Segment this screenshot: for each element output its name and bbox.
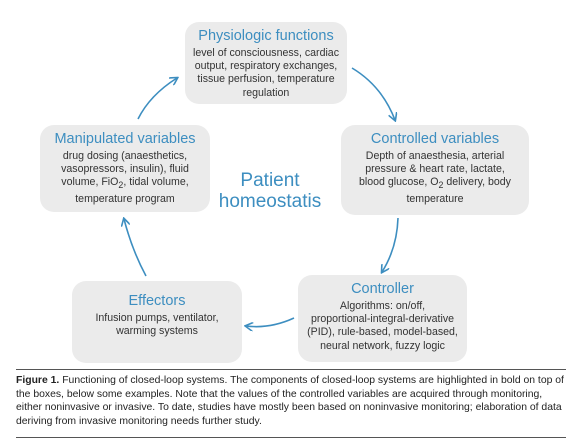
box-description: drug dosing (anaesthetics, vasopressors,…	[46, 150, 204, 206]
physiologic-functions-box: Physiologic functions level of conscious…	[185, 22, 347, 104]
box-title: Manipulated variables	[54, 131, 196, 147]
desc-line: output, respiratory exchanges,	[194, 60, 338, 73]
desc-line: temperature program	[75, 192, 175, 205]
arrow-controlled-to-controller	[382, 217, 399, 272]
arrow-physiologic-to-controlled	[351, 67, 395, 120]
manipulated-variables-box: Manipulated variables drug dosing (anaes…	[40, 125, 210, 212]
desc-line: Infusion pumps, ventilator,	[95, 312, 219, 324]
desc-line: blood glucose, O2 delivery, body	[347, 176, 523, 192]
effectors-box: Effectors Infusion pumps, ventilator, wa…	[72, 281, 242, 363]
controller-box: Controller Algorithms: on/off, proportio…	[298, 275, 467, 362]
box-description: Algorithms: on/off, proportional-integra…	[304, 300, 461, 353]
desc-line: tissue perfusion, temperature	[197, 73, 335, 86]
desc-line: neural network, fuzzy logic	[320, 339, 445, 352]
box-description: Depth of anaesthesia, arterial pressure …	[347, 150, 523, 206]
patient-homeostasis-label: Patient homeostatis	[200, 170, 340, 212]
box-title: Physiologic functions	[198, 28, 334, 44]
box-description: level of consciousness, cardiac output, …	[191, 47, 341, 100]
desc-text: delivery, body	[443, 176, 511, 189]
desc-line: proportional-integral-derivative	[310, 313, 455, 326]
desc-line: regulation	[242, 86, 290, 99]
arrow-controller-to-effectors	[246, 317, 295, 327]
desc-line: warming systems	[116, 325, 198, 338]
desc-line: volume, FiO2, tidal volume,	[46, 176, 204, 192]
center-line: Patient	[240, 170, 300, 191]
subscript: 2	[118, 180, 124, 191]
desc-line: drug dosing (anaesthetics,	[62, 150, 188, 162]
desc-line: vasopressors, insulin), fluid	[61, 163, 189, 176]
box-description: Infusion pumps, ventilator, warming syst…	[78, 312, 236, 338]
arrow-manipulated-to-physiologic	[137, 78, 177, 120]
desc-text: blood glucose, O	[359, 176, 439, 189]
desc-line: level of consciousness, cardiac	[192, 47, 340, 59]
desc-line: Depth of anaesthesia, arterial	[365, 150, 505, 162]
desc-line: (PID), rule-based, model-based,	[307, 326, 458, 339]
box-title: Effectors	[128, 293, 186, 309]
desc-line: Algorithms: on/off,	[339, 300, 426, 312]
caption-text: Functioning of closed-loop systems. The …	[16, 375, 564, 427]
center-line: homeostatis	[218, 191, 322, 212]
desc-line: pressure & heart rate, lactate,	[365, 163, 505, 176]
caption-label: Figure 1.	[16, 375, 60, 386]
subscript: 2	[438, 180, 444, 191]
box-title: Controlled variables	[370, 131, 500, 147]
box-title: Controller	[351, 281, 414, 297]
desc-line: temperature	[406, 192, 464, 205]
desc-text: volume, FiO	[61, 176, 119, 189]
arrow-effectors-to-manipulated	[124, 219, 147, 277]
caption-bottom-rule	[16, 437, 566, 438]
controlled-variables-box: Controlled variables Depth of anaesthesi…	[341, 125, 529, 215]
caption-top-rule	[16, 369, 566, 370]
desc-text: , tidal volume,	[123, 176, 189, 189]
figure-caption: Figure 1. Functioning of closed-loop sys…	[16, 374, 566, 428]
